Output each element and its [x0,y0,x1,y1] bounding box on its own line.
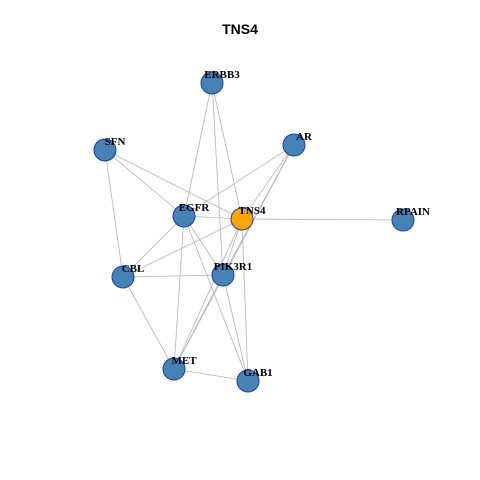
node-circle-cbl [111,265,135,289]
node-erbb3: ERBB3 [200,69,240,95]
edge-tns4-met [173,218,243,370]
edge-ar-met [173,144,295,370]
edge-erbb3-pik3r1 [211,82,224,276]
node-circle-pik3r1 [211,263,235,287]
edge-tns4-rpain [241,218,404,221]
edge-tns4-gab1 [241,218,249,382]
edge-met-gab1 [173,368,249,382]
node-pik3r1: PIK3R1 [211,261,253,287]
edge-sfn-egfr [104,149,185,217]
node-circle-sfn [93,138,117,162]
edge-egfr-pik3r1 [183,215,224,276]
node-circle-egfr [172,204,196,228]
edge-tns4-cbl [122,218,243,278]
node-circle-gab1 [236,369,260,393]
node-label-erbb3: ERBB3 [204,69,240,81]
edge-ar-egfr [183,144,295,217]
node-label-pik3r1: PIK3R1 [214,261,253,273]
edge-erbb3-tns4 [211,82,243,220]
node-label-ar: AR [296,131,313,143]
node-label-sfn: SFN [105,136,126,148]
edge-cbl-met [122,276,175,370]
node-circle-rpain [391,208,415,232]
node-cbl: CBL [111,263,145,289]
node-circle-erbb3 [200,71,224,95]
node-egfr: EGFR [172,202,211,228]
node-label-cbl: CBL [122,263,145,275]
node-rpain: RPAIN [391,206,430,232]
node-gab1: GAB1 [236,367,273,393]
node-ar: AR [282,131,313,157]
edge-cbl-pik3r1 [122,274,224,278]
edge-pik3r1-gab1 [222,274,249,382]
edges-layer [104,82,404,382]
edge-egfr-gab1 [183,215,249,382]
node-circle-met [162,357,186,381]
edge-sfn-cbl [104,149,124,278]
graph-title: TNS4 [222,21,258,37]
edge-erbb3-egfr [183,82,213,217]
edge-egfr-met [173,215,185,370]
node-sfn: SFN [93,136,126,162]
node-met: MET [162,355,197,381]
edge-pik3r1-met [173,274,224,370]
edge-egfr-cbl [122,215,185,278]
node-circle-ar [282,133,306,157]
node-circle-tns4 [230,207,254,231]
edge-sfn-tns4 [104,149,243,220]
node-tns4: TNS4 [230,205,266,231]
node-label-rpain: RPAIN [396,206,430,218]
node-label-tns4: TNS4 [239,205,266,217]
node-label-met: MET [171,355,197,367]
node-label-gab1: GAB1 [243,367,272,379]
edge-ar-tns4 [241,144,295,220]
node-label-egfr: EGFR [179,202,211,214]
